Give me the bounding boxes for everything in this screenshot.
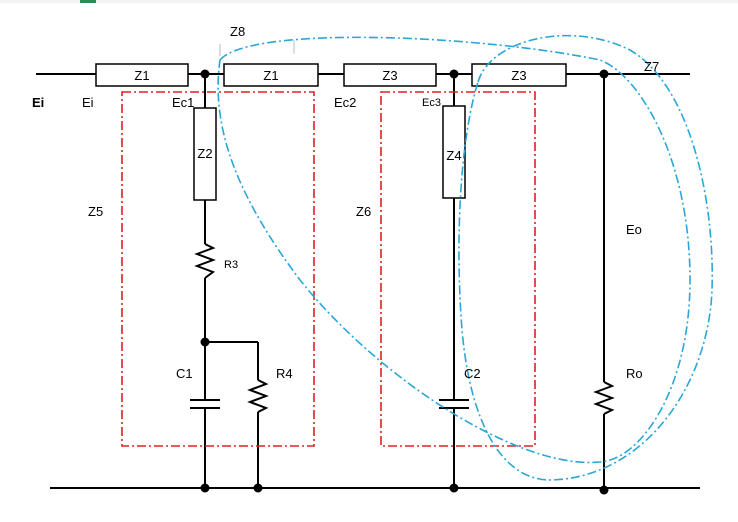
loop-z8 — [217, 36, 691, 464]
r3-label: R3 — [224, 259, 238, 271]
z1-left-label: Z1 — [134, 68, 149, 83]
active-tab-marker — [80, 0, 96, 3]
input-voltage-label: Ei — [82, 95, 94, 110]
impedance-z7-label: Z7 — [644, 59, 659, 74]
junction-r3-split — [200, 337, 210, 347]
group-box-z6 — [380, 91, 536, 447]
series-impedance-z1-mid: Z1 — [223, 63, 319, 87]
z1-mid-label: Z1 — [263, 68, 278, 83]
junction-eo — [599, 69, 609, 79]
resistor-r4 — [247, 379, 269, 413]
series-impedance-z1-left: Z1 — [95, 63, 189, 87]
impedance-z6-label: Z6 — [356, 204, 371, 219]
z2-label: Z2 — [197, 146, 212, 161]
series-impedance-z3-right: Z3 — [471, 63, 567, 87]
loop-z7 — [458, 34, 714, 481]
junctions — [200, 69, 609, 495]
window-top-strip — [0, 0, 738, 3]
junction-ec3 — [449, 69, 459, 79]
z4-label: Z4 — [446, 148, 461, 163]
node-ec2-label: Ec2 — [334, 95, 356, 110]
impedance-z5-label: Z5 — [88, 204, 103, 219]
r4-label: R4 — [276, 366, 293, 381]
branch-z5: Z2 — [190, 74, 269, 488]
node-ec1-label: Ec1 — [172, 95, 194, 110]
input-voltage-label-bold: Ei — [32, 95, 44, 110]
resistor-r3 — [194, 243, 216, 279]
c1-label: C1 — [176, 366, 193, 381]
output-voltage-label: Eo — [626, 222, 642, 237]
branch-output — [593, 74, 615, 488]
junction-ground-c1 — [200, 483, 210, 493]
resistor-ro — [593, 381, 615, 415]
output-resistor-label: Ro — [626, 366, 643, 381]
node-ec3-label: Ec3 — [422, 97, 441, 109]
junction-ground-r4 — [253, 483, 263, 493]
junction-ground-ro — [599, 485, 609, 495]
group-box-z5 — [121, 91, 315, 447]
junction-ec1 — [200, 69, 210, 79]
z3-mid-label: Z3 — [382, 68, 397, 83]
junction-ground-c2 — [449, 483, 459, 493]
c2-label: C2 — [464, 366, 481, 381]
series-impedance-z3-mid: Z3 — [343, 63, 437, 87]
branch-z6: Z4 — [439, 74, 469, 488]
z3-right-label: Z3 — [511, 68, 526, 83]
impedance-z8-label: Z8 — [230, 24, 245, 39]
